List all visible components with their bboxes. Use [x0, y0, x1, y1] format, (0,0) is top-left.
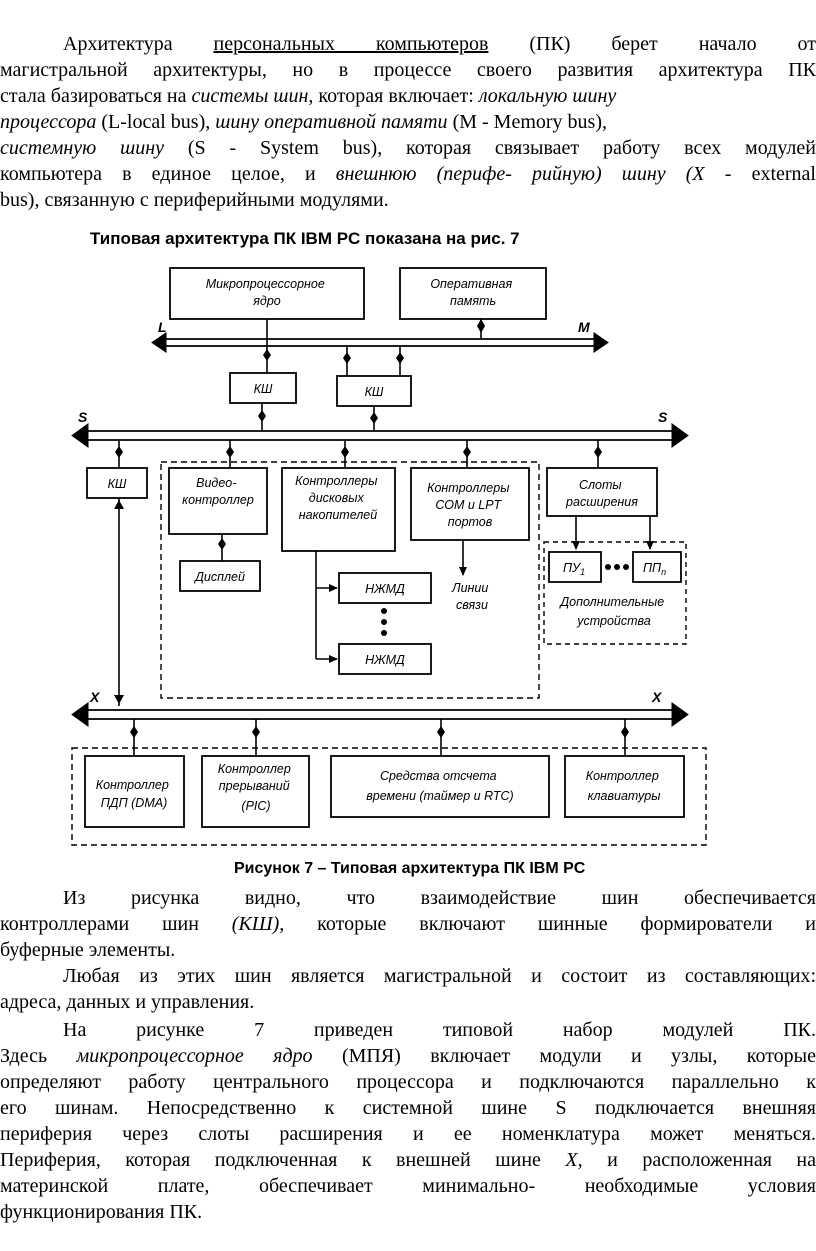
intro-line-5: системную шину (S - System bus), которая… [0, 135, 816, 161]
internal-controllers-group [160, 461, 540, 699]
video-controller-box [168, 467, 268, 535]
bus-controller-box-3 [86, 467, 148, 499]
body-p1-line-1: Из рисунка видно, что взаимодействие шин… [0, 885, 816, 911]
com-lpt-label: Контроллеры СОМ и LPT портов [427, 481, 513, 529]
disk-controllers-label: Контроллеры дисковых накопителей [295, 474, 381, 522]
display-box [179, 560, 261, 592]
italic-term: микропроцессорное ядро [76, 1045, 313, 1067]
keyboard-controller-label: Контроллер клавиатуры [586, 769, 663, 803]
expansion-slots-label: Слоты расширения [565, 478, 638, 509]
body-paragraph-3: На рисунке 7 приведен типовой набор моду… [0, 1017, 816, 1225]
text-run: компьютера в единое целое, и [0, 163, 336, 185]
dma-controller-box [84, 755, 185, 828]
italic-term: локальную шину [478, 85, 617, 107]
text-run: (М - Memory bus), [447, 111, 607, 133]
italic-term: процессора [0, 111, 97, 133]
bus-controller-box-1 [229, 372, 297, 404]
intro-line-7: bus), связанную с периферийными модулями… [0, 189, 389, 211]
intro-line-6: компьютера в единое целое, и внешнюю (пе… [0, 161, 816, 187]
italic-term: системы шин, [191, 85, 314, 107]
body-p3-line-5: периферия через слоты расширения и ее но… [0, 1123, 816, 1145]
text-run: Архитектура [63, 33, 214, 55]
italic-term: X, [565, 1149, 583, 1171]
architecture-diagram: L M S S X X Микропроцессорное ядро Опера… [71, 267, 707, 846]
body-p1-line-2: контроллерами шин (КШ), которые включают… [0, 911, 816, 937]
body-p3-line-8: функционирования ПК. [0, 1201, 203, 1223]
peripheral-device-n-label: ППn [643, 561, 666, 577]
text-run: и расположенная на [582, 1149, 816, 1171]
body-p2-line-2: адреса, данных и управления. [0, 991, 255, 1013]
bus-label-s-right: S [658, 409, 668, 425]
cpu-core-label: Микропроцессорное ядро [206, 277, 329, 308]
extra-devices-group [543, 541, 687, 645]
expansion-slots-box [546, 467, 658, 517]
interrupt-controller-box [201, 755, 310, 828]
figure-caption: Рисунок 7 – Типовая архитектура ПК IBM P… [234, 860, 586, 877]
timer-box [330, 755, 550, 818]
body-p3-line-2: Здесь микропроцессорное ядро (МПЯ) включ… [0, 1043, 816, 1069]
dma-controller-label: Контроллер ПДП (DMA) [96, 778, 173, 810]
ksh-label-2: КШ [365, 385, 384, 399]
body-p3-line-4: его шинам. Непосредственно к системной ш… [0, 1097, 816, 1119]
display-label: Дисплей [193, 570, 245, 584]
body-paragraph-2: Любая из этих шин является магистральной… [0, 963, 816, 1015]
diagram-heading: Типовая архитектура ПК IBM PC показана н… [90, 229, 520, 248]
video-controller-label: Видео- контроллер [182, 476, 254, 507]
underlined-term: персональных компьютеров [213, 33, 489, 55]
body-p3-line-7: материнской плате, обеспечивает минималь… [0, 1175, 816, 1197]
text-run: Здесь [0, 1045, 77, 1067]
italic-term: внешнюю (перифе- рийную) шину (X [335, 163, 705, 185]
ksh-label-3: КШ [108, 477, 127, 491]
com-lpt-controllers-box [410, 467, 530, 541]
fdd-label-1: НЖМД [365, 582, 405, 596]
ksh-label-1: КШ [254, 382, 273, 396]
intro-line-4: процессора (L-local bus), шину оперативн… [0, 109, 816, 135]
peripheral-device-n-box [632, 551, 682, 583]
italic-term: системную шину [0, 137, 164, 159]
motherboard-peripherals-group [71, 747, 707, 846]
bus-label-s-left: S [78, 409, 88, 425]
body-paragraph-1: Из рисунка видно, что взаимодействие шин… [0, 885, 816, 963]
ram-box [399, 267, 547, 320]
fdd-label-2: НЖМД [365, 653, 405, 667]
body-p3-line-3: определяют работу центрального процессор… [0, 1071, 816, 1093]
text-run: которая включает: [313, 85, 479, 107]
peripheral-device-1-box [548, 551, 602, 583]
body-p3-line-6: Периферия, которая подключенная к внешне… [0, 1147, 816, 1173]
cpu-core-box [169, 267, 365, 320]
italic-term: (КШ), [231, 913, 285, 935]
text-run: Периферия, которая подключенная к внешне… [0, 1149, 566, 1171]
extra-devices-label: Дополнительные устройства [558, 595, 667, 628]
fdd-box-1 [338, 572, 432, 604]
text-run: Из рисунка видно, что взаимодействие шин… [63, 887, 816, 909]
ram-label: Оперативная память [430, 277, 515, 308]
bus-label-l: L [158, 319, 167, 335]
timer-label: Средства отсчета времени (таймер и RTC) [366, 769, 513, 803]
disk-controllers-box [281, 467, 396, 552]
fdd-box-2 [338, 643, 432, 675]
body-p1-line-3: буферные элементы. [0, 939, 176, 961]
text-run: (L-local bus), [96, 111, 216, 133]
body-p3-line-1: На рисунке 7 приведен типовой набор моду… [63, 1019, 816, 1041]
text-run: (S - System bus), которая связывает рабо… [164, 137, 816, 159]
intro-line-3: стала базироваться на системы шин, котор… [0, 83, 816, 109]
interrupt-controller-label: Контроллер прерываний (PIC) [218, 762, 295, 813]
bus-label-m: M [578, 319, 590, 335]
italic-term: шину оперативной памяти [215, 111, 448, 133]
bus-label-x-right: X [651, 689, 663, 705]
text-run: контроллерами шин [0, 913, 232, 935]
text-run: (МПЯ) включает модули и узлы, которые [312, 1045, 816, 1067]
intro-line-1: Архитектура персональных компьютеров (ПК… [0, 31, 816, 57]
text-run: - external [704, 163, 816, 185]
keyboard-controller-box [564, 755, 685, 818]
body-p2-line-1: Любая из этих шин является магистральной… [63, 965, 816, 987]
comm-lines-label: Линии связи [451, 581, 492, 612]
text-run: (ПК) берет начало от [488, 33, 816, 55]
text-run: которые включают шинные формирователи и [284, 913, 816, 935]
peripheral-device-1-label: ПУ1 [563, 561, 585, 577]
intro-paragraph: Архитектура персональных компьютеров (ПК… [0, 31, 816, 213]
text-run: стала базироваться на [0, 85, 192, 107]
bus-label-x-left: X [89, 689, 101, 705]
intro-line-2: магистральной архитектуры, но в процессе… [0, 59, 816, 81]
